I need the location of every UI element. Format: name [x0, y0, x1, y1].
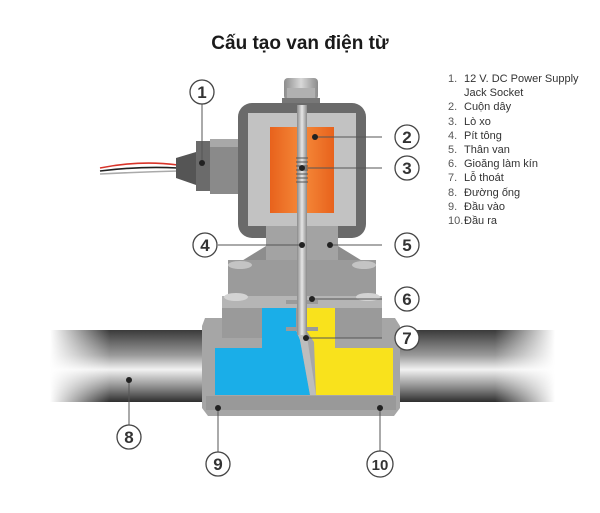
svg-text:6: 6 [402, 290, 411, 309]
valve-body-lower [202, 300, 400, 416]
legend-item: 2.Cuộn dây [448, 101, 512, 114]
svg-text:4: 4 [200, 236, 210, 255]
legend-item: 6.Gioăng làm kín [448, 158, 538, 171]
svg-text:2: 2 [402, 128, 411, 147]
callout-9: 9 [205, 451, 231, 477]
callout-8: 8 [116, 424, 142, 450]
legend-item: 5.Thân van [448, 144, 510, 157]
legend-item: 3.Lò xo [448, 115, 491, 128]
callout-5: 5 [394, 232, 420, 258]
legend-item: 4.Pít tông [448, 129, 502, 142]
callout-3: 3 [394, 155, 420, 181]
legend-item: 9.Đầu vào [448, 200, 505, 213]
top-nut [282, 78, 320, 104]
pipe [50, 330, 555, 402]
callout-6: 6 [394, 286, 420, 312]
power-wires [99, 162, 179, 175]
leader-dots [126, 134, 383, 411]
callout-7: 7 [394, 325, 420, 351]
callout-4: 4 [192, 232, 218, 258]
callout-2: 2 [394, 124, 420, 150]
legend-item: 7.Lỗ thoát [448, 172, 504, 185]
svg-text:10: 10 [372, 457, 389, 474]
plunger [296, 105, 308, 335]
svg-text:8: 8 [124, 428, 133, 447]
callout-1: 1 [189, 79, 215, 105]
svg-text:1: 1 [197, 83, 206, 102]
outlet-fluid [306, 308, 393, 395]
legend-item: 10.Đầu ra [448, 215, 498, 228]
svg-text:7: 7 [402, 329, 411, 348]
svg-text:5: 5 [402, 236, 411, 255]
parts-legend: 1.12 V. DC Power Supply Jack Socket 2.Cu… [448, 72, 600, 228]
svg-text:3: 3 [402, 159, 411, 178]
legend-item: 8.Đường ống [448, 186, 521, 199]
power-jack [176, 139, 240, 194]
legend-item: 1.12 V. DC Power Supply Jack Socket [448, 73, 579, 100]
callout-10: 10 [366, 450, 394, 478]
leader-lines [128, 103, 382, 452]
diagram-title: Cấu tạo van điện từ [211, 33, 389, 54]
svg-text:9: 9 [213, 455, 222, 474]
